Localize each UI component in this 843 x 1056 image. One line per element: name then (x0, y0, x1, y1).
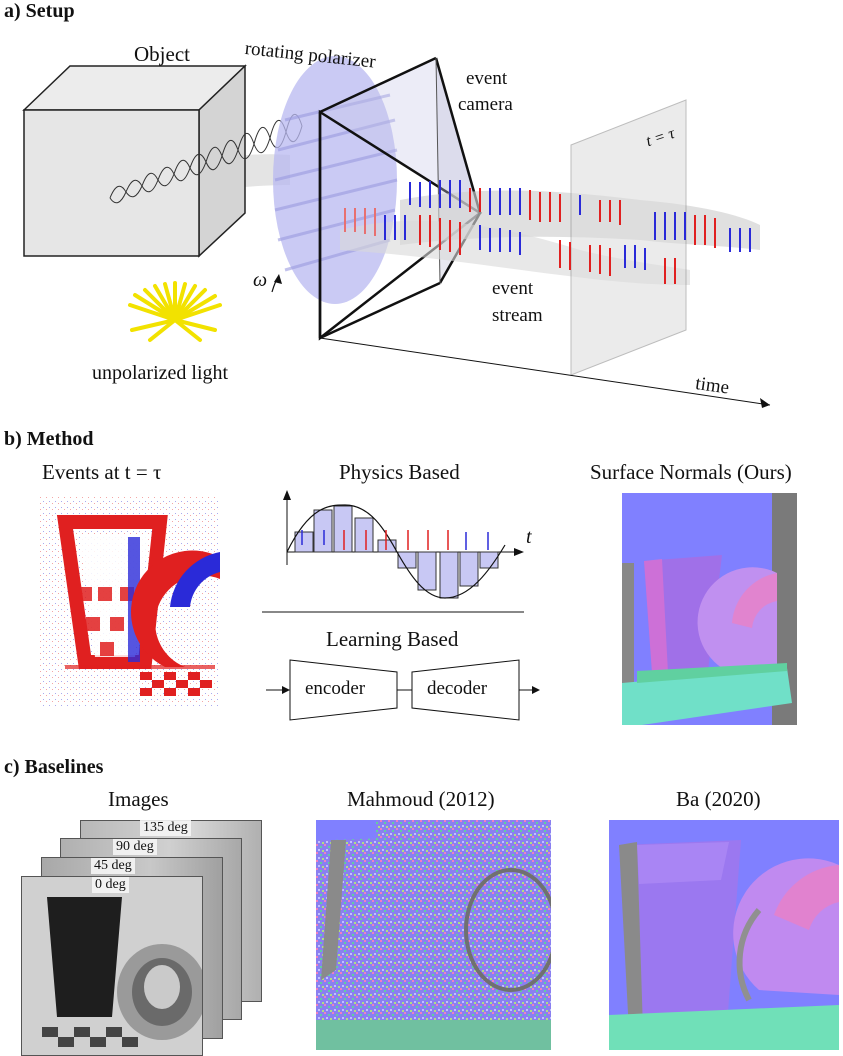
mahmoud-result-image (316, 820, 551, 1050)
deg-label-0: 0 deg (92, 877, 129, 893)
section-a-title: a) Setup (4, 0, 75, 22)
camera-label-line1: event (466, 68, 508, 89)
stream-label-line1: event (492, 278, 534, 299)
section-c-title: c) Baselines (4, 756, 104, 778)
ba-title: Ba (2020) (676, 787, 761, 811)
physics-title: Physics Based (339, 460, 460, 484)
deg-label-135: 135 deg (140, 820, 191, 836)
images-title: Images (108, 787, 169, 811)
events-title: Events at t = τ (42, 460, 162, 484)
deg-label-45: 45 deg (91, 858, 135, 874)
ba-result-image (609, 820, 839, 1050)
object-label: Object (134, 42, 190, 66)
deg-label-90: 90 deg (113, 839, 157, 855)
section-b-title: b) Method (4, 428, 94, 450)
axis-t-label: t (526, 526, 532, 548)
setup-diagram (22, 56, 771, 408)
event-frame-image (40, 497, 220, 707)
image-0deg (21, 876, 203, 1056)
mahmoud-title: Mahmoud (2012) (347, 787, 495, 811)
decoder-label[interactable]: decoder (427, 678, 488, 699)
normals-title: Surface Normals (Ours) (590, 460, 792, 484)
encoder-label[interactable]: encoder (305, 678, 366, 699)
stream-label-line2: stream (492, 305, 543, 326)
omega-label: ω (253, 269, 268, 291)
camera-label-line2: camera (458, 94, 513, 115)
light-label: unpolarized light (92, 362, 229, 384)
surface-normals-image (622, 493, 797, 725)
learning-title: Learning Based (326, 627, 459, 651)
